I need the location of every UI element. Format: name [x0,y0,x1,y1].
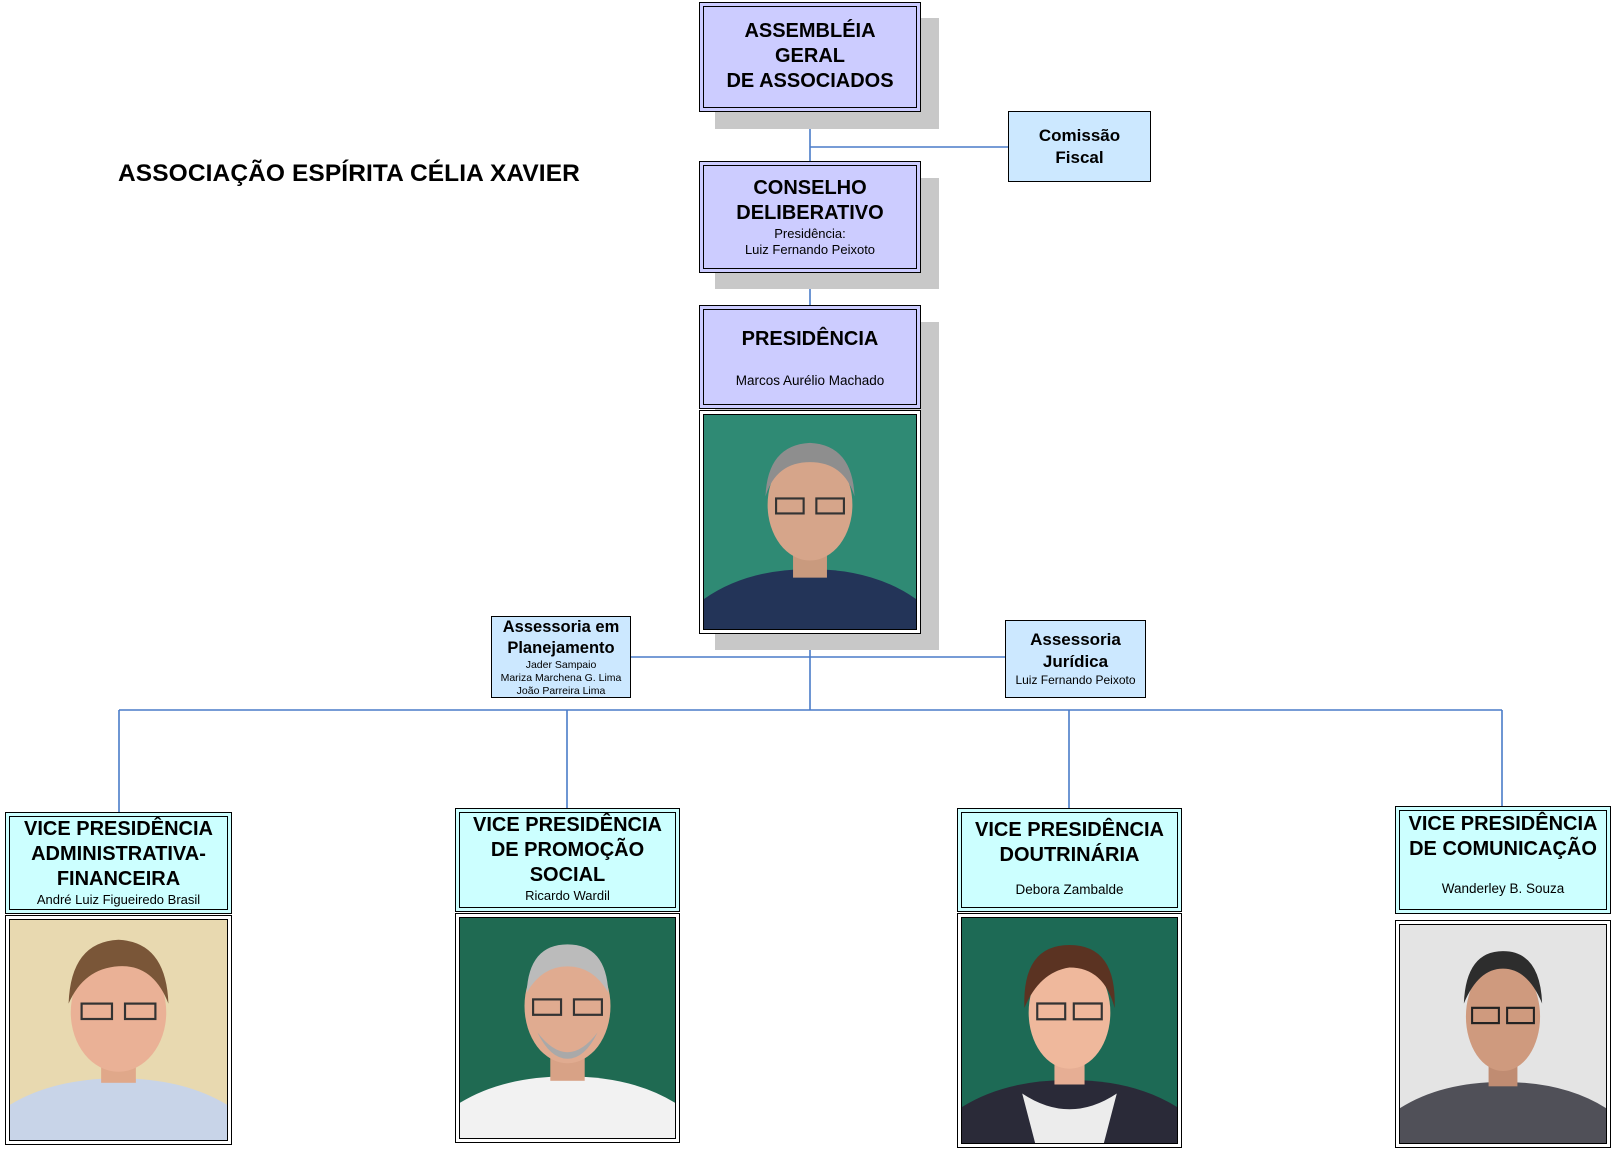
assembleia-line1: ASSEMBLÉIA [744,20,876,42]
vp-doutrinaria-line2: DOUTRINÁRIA [999,844,1140,866]
conselho-role: Presidência: [774,226,846,241]
portrait-image [460,918,675,1138]
presidencia-photo [699,410,921,634]
assembleia-line3: DE ASSOCIADOS [726,70,894,92]
assessoria-juridica-box: Assessoria Jurídica Luiz Fernando Peixot… [1005,620,1146,698]
planejamento-member: Jader Sampaio [525,659,597,671]
vp-adm-line1: VICE PRESIDÊNCIA [24,818,213,840]
planejamento-member: Mariza Marchena G. Lima [500,672,622,684]
comissao-fiscal-box: Comissão Fiscal [1008,111,1151,182]
portrait-image [704,415,916,629]
assessoria-planejamento-box: Assessoria em Planejamento Jader Sampaio… [491,616,631,698]
vp-comunicacao-box: VICE PRESIDÊNCIA DE COMUNICAÇÃO Wanderle… [1395,806,1611,914]
conselho-box: CONSELHO DELIBERATIVO Presidência: Luiz … [699,161,921,273]
vp-comunicacao-photo [1395,920,1611,1148]
portrait-image [1400,925,1606,1143]
conselho-line2: DELIBERATIVO [736,202,884,224]
vp-doutrinaria-line1: VICE PRESIDÊNCIA [975,819,1164,841]
assembleia-box: ASSEMBLÉIA GERAL DE ASSOCIADOS [699,2,921,112]
presidencia-title: PRESIDÊNCIA [741,328,879,350]
juridica-line1: Assessoria [1030,630,1121,649]
assembleia-line2: GERAL [775,45,845,67]
vp-doutrinaria-photo [957,913,1182,1148]
vp-promocao-name: Ricardo Wardil [525,888,610,903]
presidencia-box: PRESIDÊNCIA Marcos Aurélio Machado [699,305,921,409]
presidencia-name: Marcos Aurélio Machado [735,373,885,388]
vp-adm-line2: ADMINISTRATIVA- [31,843,206,865]
portrait-image [10,920,227,1140]
juridica-line2: Jurídica [1042,652,1109,671]
vp-promocao-line2: DE PROMOÇÃO [490,839,645,861]
comissao-line2: Fiscal [1055,148,1104,167]
vp-comunicacao-name: Wanderley B. Souza [1441,881,1565,896]
planejamento-line1: Assessoria em [502,618,620,636]
vp-promocao-box: VICE PRESIDÊNCIA DE PROMOÇÃO SOCIAL Rica… [455,808,680,912]
portrait-image [962,918,1177,1143]
planejamento-member: João Parreira Lima [516,685,606,697]
vp-doutrinaria-box: VICE PRESIDÊNCIA DOUTRINÁRIA Debora Zamb… [957,808,1182,912]
conselho-name: Luiz Fernando Peixoto [744,242,876,257]
vp-comunicacao-line1: VICE PRESIDÊNCIA [1408,813,1598,835]
planejamento-line2: Planejamento [507,639,615,657]
vp-adm-line3: FINANCEIRA [56,868,181,890]
vp-administrativa-photo [5,915,232,1145]
vp-doutrinaria-name: Debora Zambalde [1015,882,1124,897]
vp-adm-name: André Luiz Figueiredo Brasil [36,892,201,907]
conselho-line1: CONSELHO [753,177,867,199]
organization-title: ASSOCIAÇÃO ESPÍRITA CÉLIA XAVIER [118,160,580,187]
comissao-line1: Comissão [1038,126,1121,145]
vp-promocao-line3: SOCIAL [529,864,606,886]
vp-comunicacao-line2: DE COMUNICAÇÃO [1409,838,1597,860]
vp-administrativa-box: VICE PRESIDÊNCIA ADMINISTRATIVA- FINANCE… [5,812,232,914]
vp-promocao-line1: VICE PRESIDÊNCIA [473,814,662,836]
vp-promocao-photo [455,913,680,1143]
juridica-name: Luiz Fernando Peixoto [1015,673,1136,687]
